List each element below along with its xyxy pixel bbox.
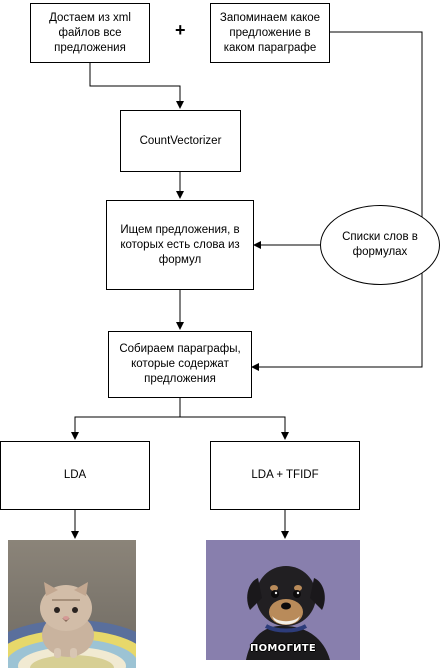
dog-meme-photo: ПОМОГИТЕ: [206, 540, 360, 660]
node-collect-paragraphs: Собираем параграфы, которые содержат пре…: [108, 331, 252, 398]
node-extract-sentences: Достаем из xml файлов все предложения: [30, 3, 150, 63]
meme-caption: ПОМОГИТЕ: [249, 643, 317, 654]
node-formula-word-lists: Списки слов в формулах: [320, 205, 440, 285]
node-countvectorizer: CountVectorizer: [120, 110, 241, 172]
kitten-illustration: [8, 540, 136, 668]
plus-sign: +: [175, 20, 186, 40]
arrow-extract-to-vectorizer: [89, 63, 184, 109]
node-remember-paragraph: Запоминаем какое предложение в каком пар…: [210, 3, 330, 63]
dog-illustration: [206, 540, 360, 660]
node-search-sentences: Ищем предложения, в которых есть слова и…: [106, 200, 254, 290]
arrow-collect-to-lda-tfidf: [180, 416, 289, 440]
kitten-photo: [8, 540, 136, 668]
arrow-remember-to-collect: [251, 31, 423, 371]
node-lda: LDA: [0, 441, 150, 510]
arrow-collect-to-lda: [71, 398, 181, 440]
node-lda-tfidf: LDA + TFIDF: [210, 441, 360, 510]
